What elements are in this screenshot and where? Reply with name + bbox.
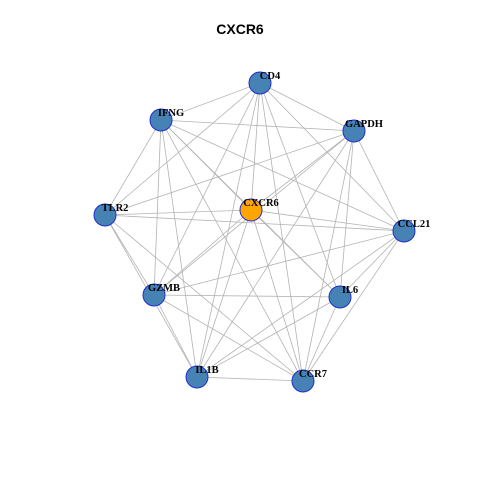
edge-cxcr6-gzmb	[153, 209, 252, 296]
node-circle-il6	[328, 285, 352, 309]
edge-il1b-ccr7	[196, 376, 304, 382]
edge-ccl21-il6	[339, 230, 405, 298]
node-gapdh: GAPDH	[342, 119, 383, 143]
edge-ifng-ccr7	[160, 119, 304, 382]
edge-tlr2-gzmb	[104, 214, 155, 296]
edge-cxcr6-ccr7	[250, 209, 304, 382]
node-gzmb: GZMB	[142, 283, 180, 307]
node-ccl21: CCL21	[392, 219, 431, 243]
edge-cxcr6-il6	[250, 209, 341, 298]
edge-gapdh-tlr2	[104, 130, 355, 216]
edge-gapdh-cxcr6	[250, 130, 355, 211]
node-label-ccr7: CCR7	[299, 369, 327, 380]
node-label-gzmb: GZMB	[148, 283, 180, 294]
edge-cxcr6-il1b	[196, 209, 252, 378]
edge-cd4-cxcr6	[250, 82, 261, 211]
node-circle-tlr2	[93, 203, 117, 227]
node-il6: IL6	[328, 285, 358, 309]
node-circle-gzmb	[142, 283, 166, 307]
node-label-tlr2: TLR2	[102, 203, 129, 214]
node-label-il1b: IL1B	[195, 365, 218, 376]
node-label-il6: IL6	[342, 285, 358, 296]
node-circle-ccr7	[291, 369, 315, 393]
edge-ifng-il1b	[160, 119, 198, 378]
node-tlr2: TLR2	[93, 203, 129, 227]
edge-ccl21-ccr7	[302, 230, 405, 382]
edge-ifng-gzmb	[153, 119, 162, 296]
node-circle-cxcr6	[239, 198, 263, 222]
edge-gapdh-il1b	[196, 130, 355, 378]
edge-ccl21-gzmb	[153, 230, 405, 296]
edge-cd4-tlr2	[104, 82, 261, 216]
edge-il6-ccr7	[302, 296, 341, 382]
node-ccr7: CCR7	[291, 369, 327, 393]
node-label-cd4: CD4	[260, 71, 281, 82]
edge-tlr2-cxcr6	[104, 209, 252, 216]
edge-gapdh-ccr7	[302, 130, 355, 382]
node-label-cxcr6: CXCR6	[243, 198, 279, 209]
edge-gzmb-il1b	[153, 294, 198, 378]
node-cxcr6: CXCR6	[239, 198, 279, 222]
edge-tlr2-ccr7	[104, 214, 304, 382]
node-circle-ccl21	[392, 219, 416, 243]
edge-il6-il1b	[196, 296, 341, 378]
node-label-gapdh: GAPDH	[345, 119, 383, 130]
node-circle-il1b	[185, 365, 209, 389]
edge-cd4-il6	[259, 82, 341, 298]
edge-ifng-gapdh	[160, 119, 355, 132]
node-ifng: IFNG	[149, 108, 184, 132]
edge-tlr2-ccl21	[104, 214, 405, 232]
edge-gzmb-ccr7	[153, 294, 304, 382]
edge-gapdh-ccl21	[353, 130, 405, 232]
node-il1b: IL1B	[185, 365, 219, 389]
edge-gapdh-il6	[339, 130, 355, 298]
edge-cd4-ccr7	[259, 82, 304, 382]
node-circle-cd4	[248, 71, 272, 95]
node-circle-ifng	[149, 108, 173, 132]
edge-cd4-ccl21	[259, 82, 405, 232]
edge-layer	[104, 82, 405, 382]
node-label-ifng: IFNG	[158, 108, 184, 119]
graph-title: CXCR6	[216, 21, 264, 37]
edge-ccl21-il1b	[196, 230, 405, 378]
node-circle-gapdh	[342, 119, 366, 143]
edge-cxcr6-ccl21	[250, 209, 405, 232]
edge-ifng-ccl21	[160, 119, 405, 232]
node-label-ccl21: CCL21	[398, 219, 431, 230]
edge-cd4-gapdh	[259, 82, 355, 132]
node-cd4: CD4	[248, 71, 281, 95]
edge-gzmb-il6	[153, 294, 341, 298]
edge-cd4-gzmb	[153, 82, 261, 296]
edge-ifng-tlr2	[104, 119, 162, 216]
edge-cd4-ifng	[160, 82, 261, 121]
